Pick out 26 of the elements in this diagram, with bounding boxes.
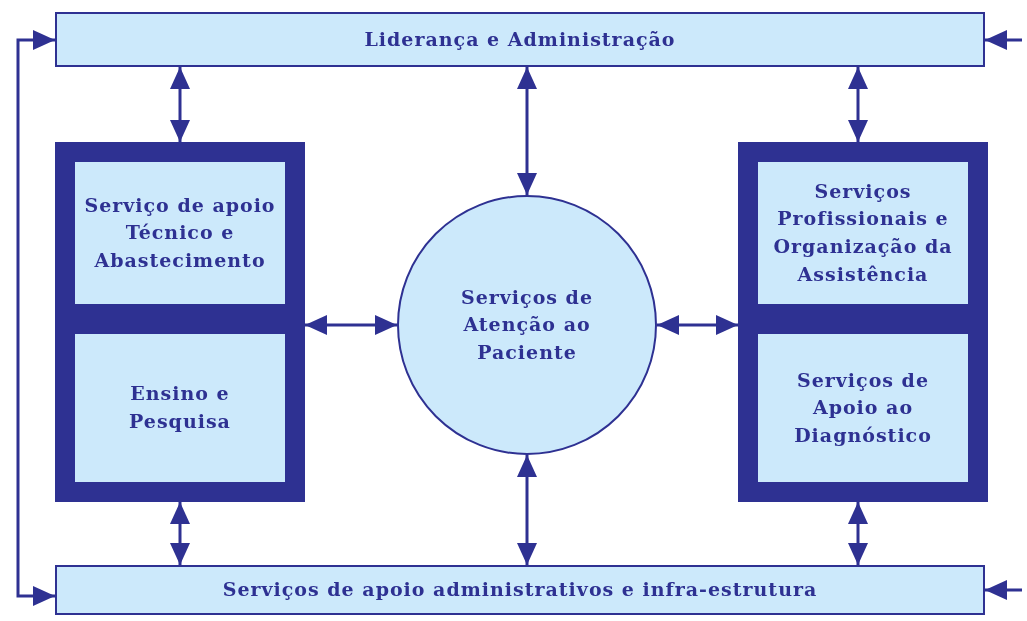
double-arrow xyxy=(517,455,537,565)
double-arrow xyxy=(305,315,397,335)
arrow xyxy=(985,580,1022,600)
double-arrow xyxy=(657,315,738,335)
double-arrow xyxy=(16,30,55,606)
process-box xyxy=(758,162,968,304)
node-label: Serviços Profissionais e Organização da Assistência xyxy=(772,178,954,287)
node-label: Serviço de apoio Técnico e Abastecimento xyxy=(83,192,277,273)
arrow xyxy=(985,30,1022,50)
node-label: Serviços de apoio administrativos e infra-estrutura xyxy=(222,577,818,603)
header-band xyxy=(55,565,985,615)
double-arrow xyxy=(170,502,190,565)
double-arrow xyxy=(848,502,868,565)
group-panel xyxy=(55,142,305,502)
node-label: Serviços de Atenção ao Paciente xyxy=(460,284,594,365)
group-panel xyxy=(738,142,988,502)
double-arrow xyxy=(170,67,190,142)
process-box xyxy=(758,334,968,482)
process-box xyxy=(75,334,285,482)
double-arrow xyxy=(848,67,868,142)
process-box xyxy=(75,162,285,304)
node-label: Serviços de Apoio ao Diagnóstico xyxy=(793,367,933,448)
header-band xyxy=(55,12,985,67)
double-arrow xyxy=(517,67,537,195)
node-label: Ensino e Pesquisa xyxy=(128,381,232,434)
node-label: Liderança e Administração xyxy=(364,26,676,52)
